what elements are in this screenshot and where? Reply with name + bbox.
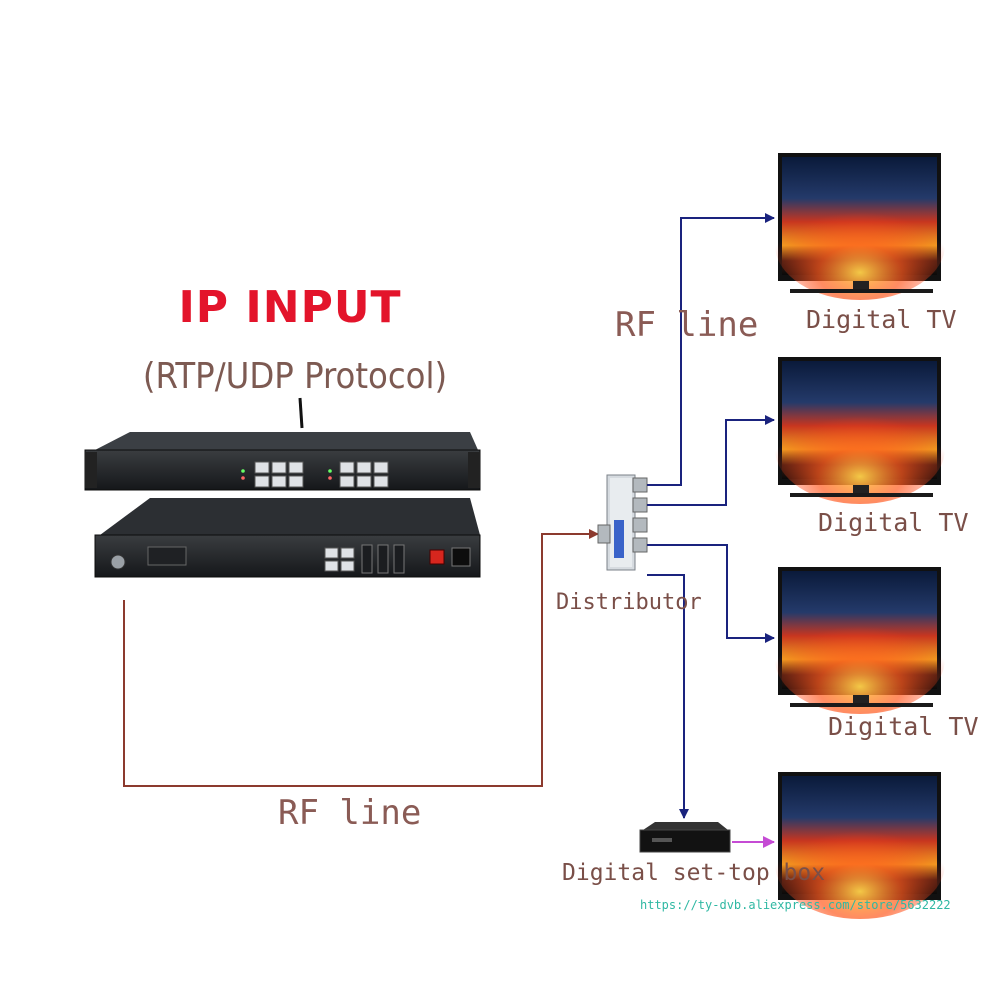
rf-line-tv-3 [647, 544, 775, 643]
rf-line-to-distributor [123, 529, 599, 787]
set-top-box-label: Digital set-top box [562, 860, 826, 886]
ip-modulator-front-panel [84, 432, 481, 491]
tv-2 [775, 357, 945, 504]
tv-3 [775, 567, 945, 714]
tv-1-label: Digital TV [806, 305, 957, 334]
rf-line-stb [647, 574, 689, 819]
distributor-label: Distributor [556, 590, 702, 615]
tv-2-label: Digital TV [818, 508, 969, 537]
distributor-splitter [597, 474, 648, 571]
page-subtitle: (RTP/UDP Protocol) [142, 356, 448, 397]
page-title: IP INPUT [178, 282, 402, 333]
rf-line-tv-2 [647, 415, 775, 506]
rf-line-label-top: RF line [615, 305, 759, 345]
tv-4 [775, 772, 945, 919]
tv-1 [775, 153, 945, 300]
subtitle-pointer [298, 397, 304, 429]
set-top-box [639, 822, 731, 853]
ip-modulator-rear-panel [94, 498, 481, 578]
rf-line-tv-1 [647, 213, 775, 486]
store-watermark: https://ty-dvb.aliexpress.com/store/5632… [640, 898, 951, 912]
tv-3-label: Digital TV [828, 712, 979, 741]
rf-line-label-bottom: RF line [278, 793, 422, 833]
